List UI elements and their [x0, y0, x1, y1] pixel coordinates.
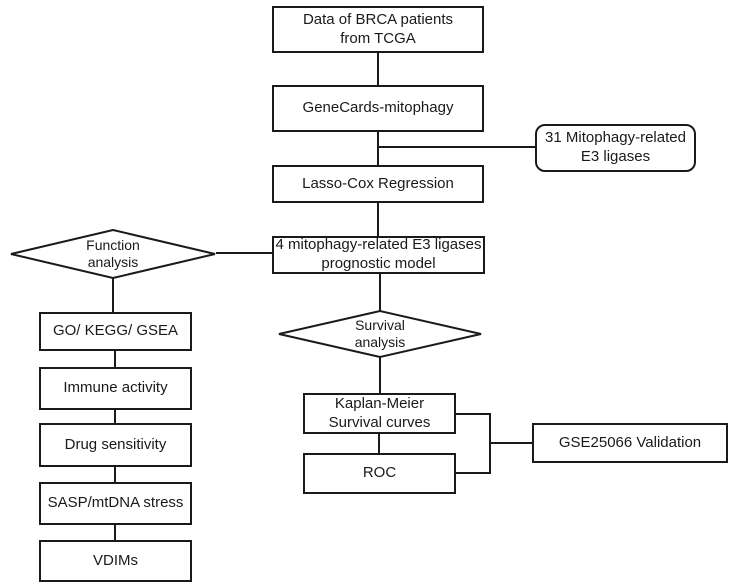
node-31-e3-ligases: 31 Mitophagy-related E3 ligases	[535, 124, 696, 172]
function-analysis-label: Function analysis	[86, 236, 140, 271]
edge-model-survival	[379, 273, 381, 311]
survival-analysis-label: Survival analysis	[354, 316, 406, 351]
edge-drug-sasp	[114, 466, 116, 483]
edge-function-model	[216, 252, 273, 254]
node-immune-activity: Immune activity	[39, 367, 192, 410]
node-drug-sensitivity: Drug sensitivity	[39, 423, 192, 467]
edge-function-gokegg	[112, 278, 114, 313]
node-tcga-data: Data of BRCA patients from TCGA	[272, 6, 484, 53]
edge-genecards-lasso	[377, 131, 379, 166]
node-gse25066-validation: GSE25066 Validation	[532, 423, 728, 463]
diamond-shape	[10, 229, 216, 279]
edge-bracket-gse	[491, 442, 533, 444]
edge-roc-bracket	[455, 472, 491, 474]
edge-gokegg-immune	[114, 350, 116, 368]
edge-km-bracket	[455, 413, 491, 415]
edge-lasso-model	[377, 202, 379, 237]
edge-survival-km	[379, 357, 381, 394]
node-genecards-mitophagy: GeneCards-mitophagy	[272, 85, 484, 132]
node-roc: ROC	[303, 453, 456, 494]
edge-bracket-vertical	[489, 413, 491, 474]
diamond-shape	[278, 310, 482, 358]
edge-tcga-genecards	[377, 52, 379, 86]
node-sasp-mtdna-stress: SASP/mtDNA stress	[39, 482, 192, 525]
node-lasso-cox: Lasso-Cox Regression	[272, 165, 484, 203]
edge-km-roc	[378, 433, 380, 454]
node-survival-analysis-diamond: Survival analysis	[277, 310, 483, 358]
node-kaplan-meier: Kaplan-Meier Survival curves	[303, 393, 456, 434]
edge-immune-drug	[114, 409, 116, 424]
edge-genecards-e3ligases	[377, 146, 535, 148]
node-vdims: VDIMs	[39, 540, 192, 582]
edge-sasp-vdims	[114, 524, 116, 541]
node-function-analysis-diamond: Function analysis	[9, 229, 217, 279]
node-prognostic-model: 4 mitophagy-related E3 ligases prognosti…	[272, 236, 485, 274]
node-go-kegg-gsea: GO/ KEGG/ GSEA	[39, 312, 192, 351]
